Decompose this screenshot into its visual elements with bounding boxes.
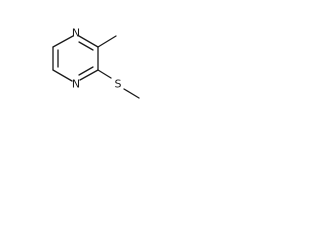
bond-ring-c3-n4 [52,69,73,82]
atom-label-nitrogen-bottom: N [72,78,80,91]
bond-ring-double-inner-top-right [78,41,94,51]
atom-label-sulfur: S [115,78,122,91]
bond-ring-n1-c2 [52,35,74,48]
bond-ring-n4-c5 [79,69,99,81]
chemical-structure-diagram: N N S [52,27,140,99]
bond-c-s [97,69,112,79]
bond-ring-double-inner-bottom-right [78,66,94,76]
bond-ring-c6-n1 [78,35,99,48]
bond-methyl [97,35,117,48]
bond-s-methyl [123,88,140,99]
atom-label-nitrogen-top: N [72,27,80,40]
